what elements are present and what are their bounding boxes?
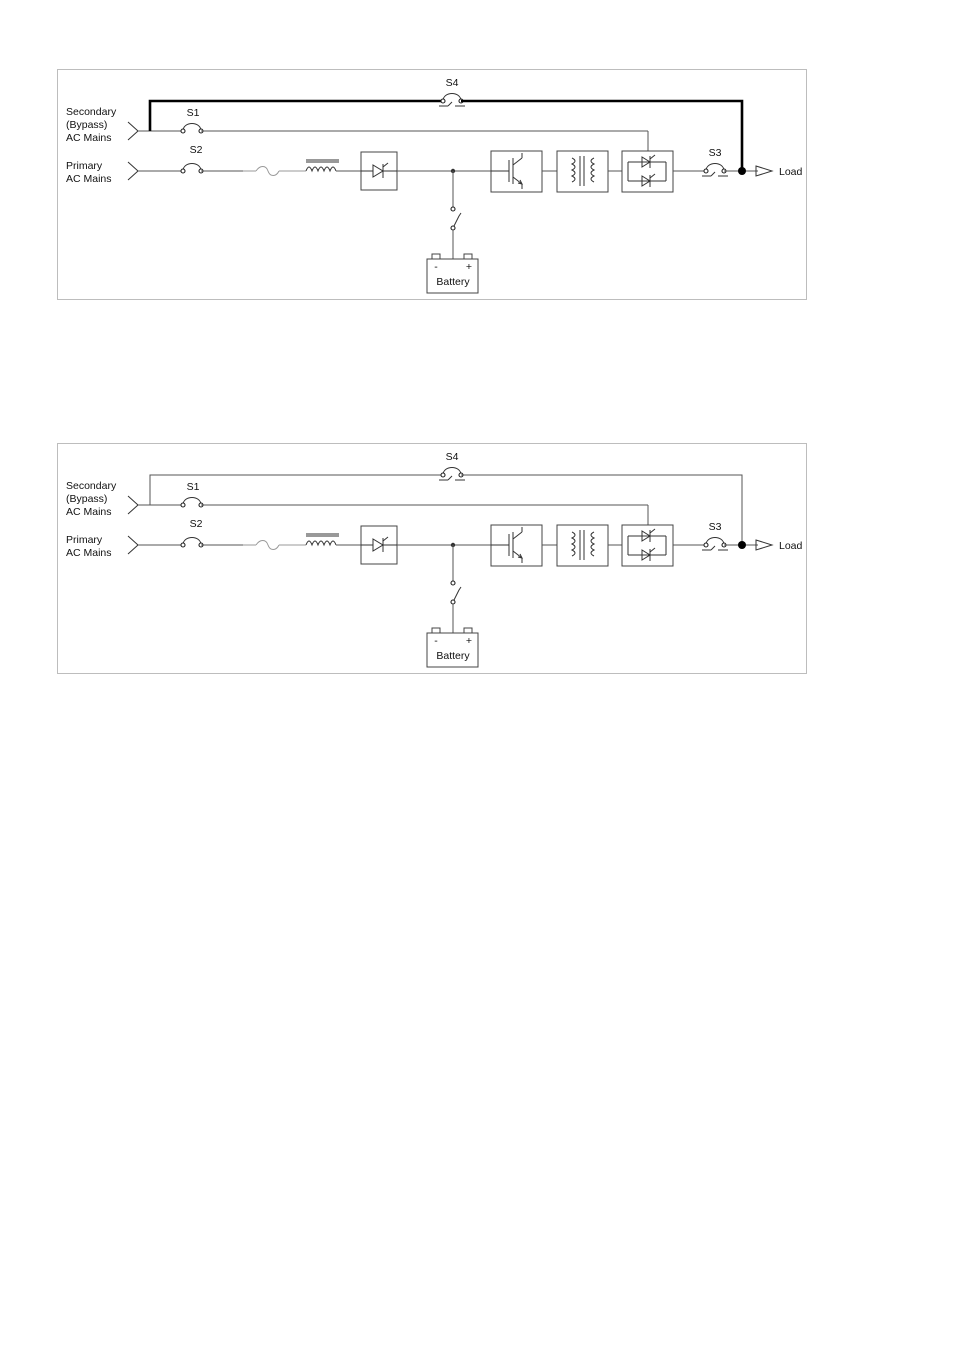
s1-label: S1 (187, 107, 200, 119)
primary-label-line2: AC Mains (66, 547, 112, 559)
inductor-symbol (306, 534, 361, 545)
s2-breaker (181, 538, 203, 548)
primary-label-line2: AC Mains (66, 173, 112, 185)
s1-breaker (181, 124, 203, 134)
battery-terminal-neg (432, 628, 440, 633)
battery-label: Battery (436, 650, 470, 662)
inductor-symbol (306, 160, 361, 171)
s4-switch (439, 468, 465, 481)
s2-label: S2 (190, 144, 203, 156)
battery-plus-label: + (466, 261, 472, 273)
primary-label-line1: Primary (66, 534, 103, 546)
battery-label: Battery (436, 276, 470, 288)
battery-switch-blade (453, 213, 461, 228)
fuse-symbol (243, 167, 306, 176)
output-node (738, 541, 746, 549)
primary-input-chevron (128, 162, 138, 180)
output-node (738, 167, 746, 175)
static-switch-box (622, 151, 673, 192)
s2-label: S2 (190, 518, 203, 530)
transformer-box (557, 525, 608, 566)
transformer-box (557, 151, 608, 192)
battery-switch-contact-bottom (451, 600, 455, 604)
battery-terminal-neg (432, 254, 440, 259)
primary-label-line1: Primary (66, 160, 103, 172)
secondary-label-line2: (Bypass) (66, 493, 107, 505)
s4-label: S4 (446, 77, 459, 89)
load-arrow (756, 166, 772, 176)
secondary-input-chevron (128, 122, 138, 140)
s2-breaker (181, 164, 203, 174)
s3-switch (702, 538, 728, 551)
s3-switch (702, 164, 728, 177)
secondary-label-line1: Secondary (66, 480, 117, 492)
fuse-symbol (243, 541, 306, 550)
battery-switch-contact-bottom (451, 226, 455, 230)
battery-switch-contact-top (451, 581, 455, 585)
load-label: Load (779, 166, 803, 178)
load-label: Load (779, 540, 803, 552)
battery-minus-label: - (434, 635, 438, 647)
secondary-label-line2: (Bypass) (66, 119, 107, 131)
s1-label: S1 (187, 481, 200, 493)
battery-switch-contact-top (451, 207, 455, 211)
load-arrow (756, 540, 772, 550)
secondary-label-line3: AC Mains (66, 132, 112, 144)
secondary-input-chevron (128, 496, 138, 514)
secondary-label-line1: Secondary (66, 106, 117, 118)
battery-switch-blade (453, 587, 461, 602)
s3-label: S3 (709, 521, 722, 533)
s4-label: S4 (446, 451, 459, 463)
battery-minus-label: - (434, 261, 438, 273)
s1-breaker (181, 498, 203, 508)
secondary-label-line3: AC Mains (66, 506, 112, 518)
static-switch-box (622, 525, 673, 566)
battery-terminal-pos (464, 628, 472, 633)
s3-label: S3 (709, 147, 722, 159)
primary-input-chevron (128, 536, 138, 554)
battery-terminal-pos (464, 254, 472, 259)
battery-plus-label: + (466, 635, 472, 647)
